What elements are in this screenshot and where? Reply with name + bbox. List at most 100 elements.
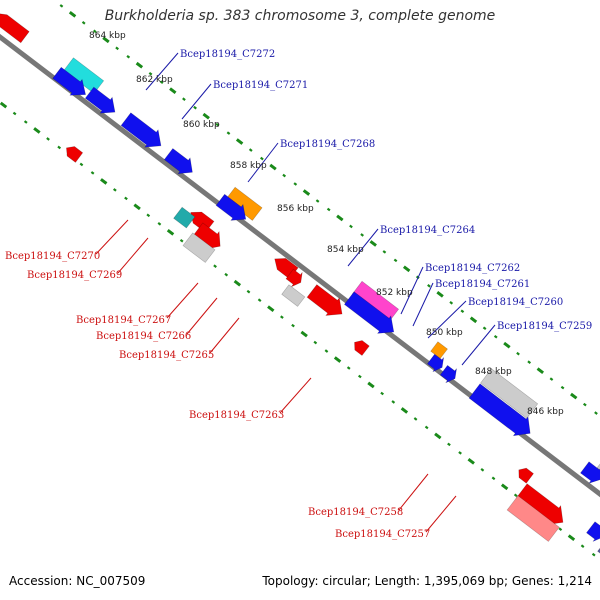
reverse-gene-label: Bcep18194_C7257 bbox=[335, 529, 430, 540]
gene-layer bbox=[0, 13, 600, 554]
ruler-dot bbox=[558, 527, 563, 532]
ruler-dot bbox=[382, 250, 387, 254]
ruler-dot bbox=[346, 366, 351, 370]
ruler-dot bbox=[79, 162, 84, 167]
forward-gene-label: Bcep18194_C7272 bbox=[180, 49, 275, 60]
ruler-dot bbox=[133, 203, 141, 211]
ruler-dot bbox=[126, 54, 131, 59]
ruler-dot bbox=[269, 163, 277, 171]
ruler-dot bbox=[536, 367, 545, 374]
ruler-dot bbox=[235, 138, 244, 145]
gene-feature bbox=[173, 206, 196, 229]
ruler-dot bbox=[193, 105, 197, 110]
forward-gene-label: Bcep18194_C7259 bbox=[497, 321, 592, 332]
ruler-dot bbox=[257, 298, 262, 302]
ruler-dot bbox=[324, 349, 329, 353]
ruler-dot bbox=[182, 97, 186, 101]
gene-feature bbox=[52, 66, 86, 96]
gene-feature bbox=[439, 364, 457, 384]
ruler-dot bbox=[480, 468, 485, 472]
ruler-tick-label: 852 kbp bbox=[376, 288, 413, 298]
ruler-dot bbox=[57, 145, 62, 150]
ruler-dot bbox=[349, 224, 353, 229]
ruler-dot bbox=[594, 411, 598, 415]
ruler-dot bbox=[246, 289, 251, 294]
ruler-dot bbox=[233, 279, 242, 287]
ruler-dot bbox=[503, 341, 511, 349]
gene-feature bbox=[306, 284, 343, 316]
leader-line bbox=[186, 297, 218, 335]
gene-feature bbox=[480, 368, 539, 419]
forward-gene-label: Bcep18194_C7264 bbox=[380, 225, 475, 236]
ruler-dot bbox=[302, 189, 311, 196]
ruler-dot bbox=[369, 240, 377, 247]
ruler-dot bbox=[469, 316, 478, 324]
ruler-dot bbox=[124, 196, 128, 201]
ruler-dot bbox=[493, 334, 498, 339]
ruler-dot bbox=[12, 111, 17, 116]
reverse-gene-label: Bcep18194_C7266 bbox=[96, 331, 191, 342]
gene-feature bbox=[506, 495, 560, 542]
gene-feature bbox=[182, 232, 216, 263]
ruler-dot bbox=[467, 458, 475, 465]
ruler-dot bbox=[326, 207, 331, 212]
genome-summary-text: Topology: circular; Length: 1,395,069 bp… bbox=[262, 574, 592, 588]
ruler-dot bbox=[112, 188, 117, 192]
ruler-dot bbox=[248, 148, 253, 152]
ruler-dot bbox=[291, 323, 295, 328]
leader-line bbox=[209, 317, 240, 354]
ruler-dot bbox=[179, 238, 184, 243]
ruler-dot bbox=[591, 552, 596, 557]
ruler-dot bbox=[447, 442, 451, 447]
ruler-tick-label: 850 kbp bbox=[426, 328, 463, 338]
ruler-dot bbox=[81, 21, 86, 25]
gene-feature bbox=[426, 353, 444, 372]
gene-feature bbox=[163, 148, 193, 175]
genome-backbone bbox=[0, 33, 600, 498]
ruler-dot bbox=[68, 11, 77, 18]
ruler-dot bbox=[148, 71, 153, 76]
ruler-dot bbox=[315, 199, 320, 203]
ruler-tick-label: 862 kbp bbox=[136, 75, 173, 85]
reverse-gene-label: Bcep18194_C7258 bbox=[308, 507, 403, 518]
reverse-gene-label: Bcep18194_C7269 bbox=[27, 270, 122, 281]
ruler-dot bbox=[458, 451, 462, 455]
gene-feature bbox=[354, 340, 370, 356]
ruler-dot bbox=[427, 284, 431, 288]
ruler-tick-label: 864 kbp bbox=[89, 31, 126, 41]
ruler-dot bbox=[23, 120, 28, 124]
accession-text: Accession: NC_007509 bbox=[9, 574, 146, 588]
leader-line bbox=[398, 473, 429, 511]
ruler-dot bbox=[482, 326, 487, 331]
ruler-dot bbox=[449, 301, 454, 305]
ruler-dot bbox=[90, 171, 95, 175]
ruler-dot bbox=[380, 391, 384, 396]
ruler-tick-label: 860 kbp bbox=[183, 120, 220, 130]
ruler-dot bbox=[146, 213, 151, 218]
ruler-dot bbox=[282, 173, 287, 178]
ruler-layer bbox=[0, 4, 598, 557]
gene-feature bbox=[586, 521, 600, 542]
gene-feature bbox=[215, 193, 247, 221]
ruler-dot bbox=[460, 309, 465, 314]
gene-feature bbox=[120, 112, 162, 148]
ruler-dot bbox=[513, 493, 518, 498]
ruler-dot bbox=[413, 417, 418, 421]
ruler-dot bbox=[393, 258, 398, 263]
gene-feature bbox=[518, 467, 534, 484]
ruler-dot bbox=[157, 222, 162, 226]
ruler-tick-label: 846 kbp bbox=[527, 407, 564, 417]
ruler-dot bbox=[560, 385, 565, 390]
ruler-tick-label: 854 kbp bbox=[327, 245, 364, 255]
ruler-dot bbox=[135, 61, 144, 69]
gene-feature bbox=[285, 268, 303, 288]
ruler-dot bbox=[202, 112, 210, 120]
ruler-dot bbox=[267, 305, 275, 312]
ruler-dot bbox=[434, 432, 442, 440]
gene-feature bbox=[468, 383, 531, 437]
gene-feature bbox=[66, 146, 84, 163]
forward-gene-label: Bcep18194_C7260 bbox=[468, 297, 563, 308]
ruler-dot bbox=[100, 178, 108, 185]
ruler-dot bbox=[402, 265, 411, 273]
